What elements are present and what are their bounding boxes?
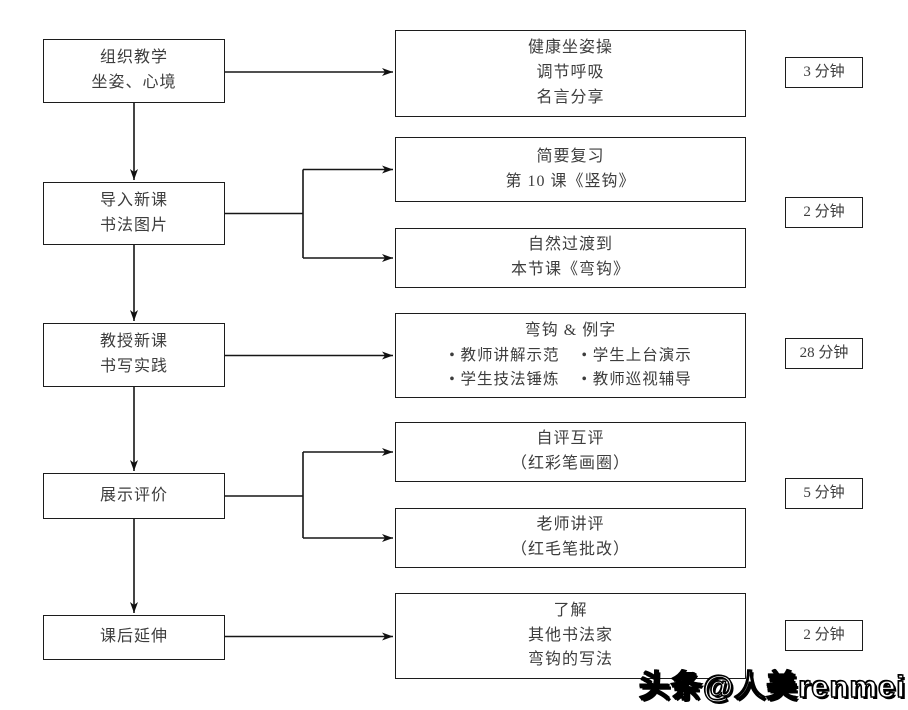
duration-box-1: 3 分钟 [785,57,863,88]
detail-box-teacher-comment: 老师讲评 （红毛笔批改） [395,508,746,568]
duration-label: 28 分钟 [799,344,849,361]
connector-stage4-branch [225,452,304,538]
detail-bullet: • 学生上台演示 [581,346,692,364]
detail-line: （红彩笔画圈） [510,455,630,472]
stage-line: 坐姿、心境 [91,74,177,91]
detail-bullet: • 教师巡视辅导 [581,370,692,388]
duration-label: 5 分钟 [803,484,845,501]
stage-box-after-class: 课后延伸 [43,615,225,660]
detail-box-transition: 自然过渡到 本节课《弯钩》 [395,228,746,288]
duration-box-5: 2 分钟 [785,620,863,651]
detail-bullet: • 教师讲解示范 [449,346,560,364]
stage-box-organize-teaching: 组织教学 坐姿、心境 [43,39,225,103]
stage-box-new-lesson-intro: 导入新课 书法图片 [43,182,225,245]
duration-label: 2 分钟 [803,626,845,643]
detail-line: 了解 [553,601,588,619]
detail-line: （红毛笔批改） [510,541,630,558]
stage-line: 课后延伸 [99,628,168,646]
stage-line: 组织教学 [99,49,168,67]
duration-box-2: 2 分钟 [785,197,863,228]
duration-label: 3 分钟 [803,63,845,80]
detail-line: 第 10 课《竖钩》 [505,172,636,190]
detail-line: 本节课《弯钩》 [510,261,630,278]
detail-box-sitting-exercise: 健康坐姿操 调节呼吸 名言分享 [395,30,746,117]
detail-box-review: 简要复习 第 10 课《竖钩》 [395,137,746,202]
detail-box-self-peer-review: 自评互评 （红彩笔画圈） [395,422,746,482]
duration-box-3: 28 分钟 [785,338,863,369]
stage-line: 展示评价 [99,486,168,504]
detail-bullet: • 学生技法锤炼 [449,370,560,388]
stage-box-teach-practice: 教授新课 书写实践 [43,323,225,387]
detail-line: 调节呼吸 [536,64,605,82]
stage-line: 书法图片 [99,216,168,234]
detail-title: 弯钩 & 例字 [524,322,617,340]
detail-box-wangou-examples: 弯钩 & 例字 • 教师讲解示范 • 学生上台演示 • 学生技法锤炼 • 教师巡… [395,313,746,398]
detail-line: 自评互评 [536,430,605,448]
detail-line: 自然过渡到 [527,236,613,254]
detail-line: 其他书法家 [527,626,613,644]
duration-label: 2 分钟 [803,203,845,220]
detail-box-other-calligraphers: 了解 其他书法家 弯钩的写法 [395,593,746,679]
detail-bullet-grid: • 教师讲解示范 • 学生上台演示 • 学生技法锤炼 • 教师巡视辅导 [449,344,692,392]
detail-line: 健康坐姿操 [527,39,613,57]
detail-line: 弯钩的写法 [527,651,613,669]
watermark-toutiao-renmei: 头条@人美renmei [638,668,906,704]
connector-stage2-branch [225,169,304,258]
stage-line: 教授新课 [99,333,168,351]
duration-box-4: 5 分钟 [785,478,863,509]
stage-line: 导入新课 [99,191,168,209]
stage-box-show-evaluate: 展示评价 [43,473,225,519]
detail-line: 老师讲评 [536,516,605,534]
detail-line: 名言分享 [536,88,605,106]
stage-line: 书写实践 [99,358,168,375]
detail-line: 简要复习 [536,147,605,165]
